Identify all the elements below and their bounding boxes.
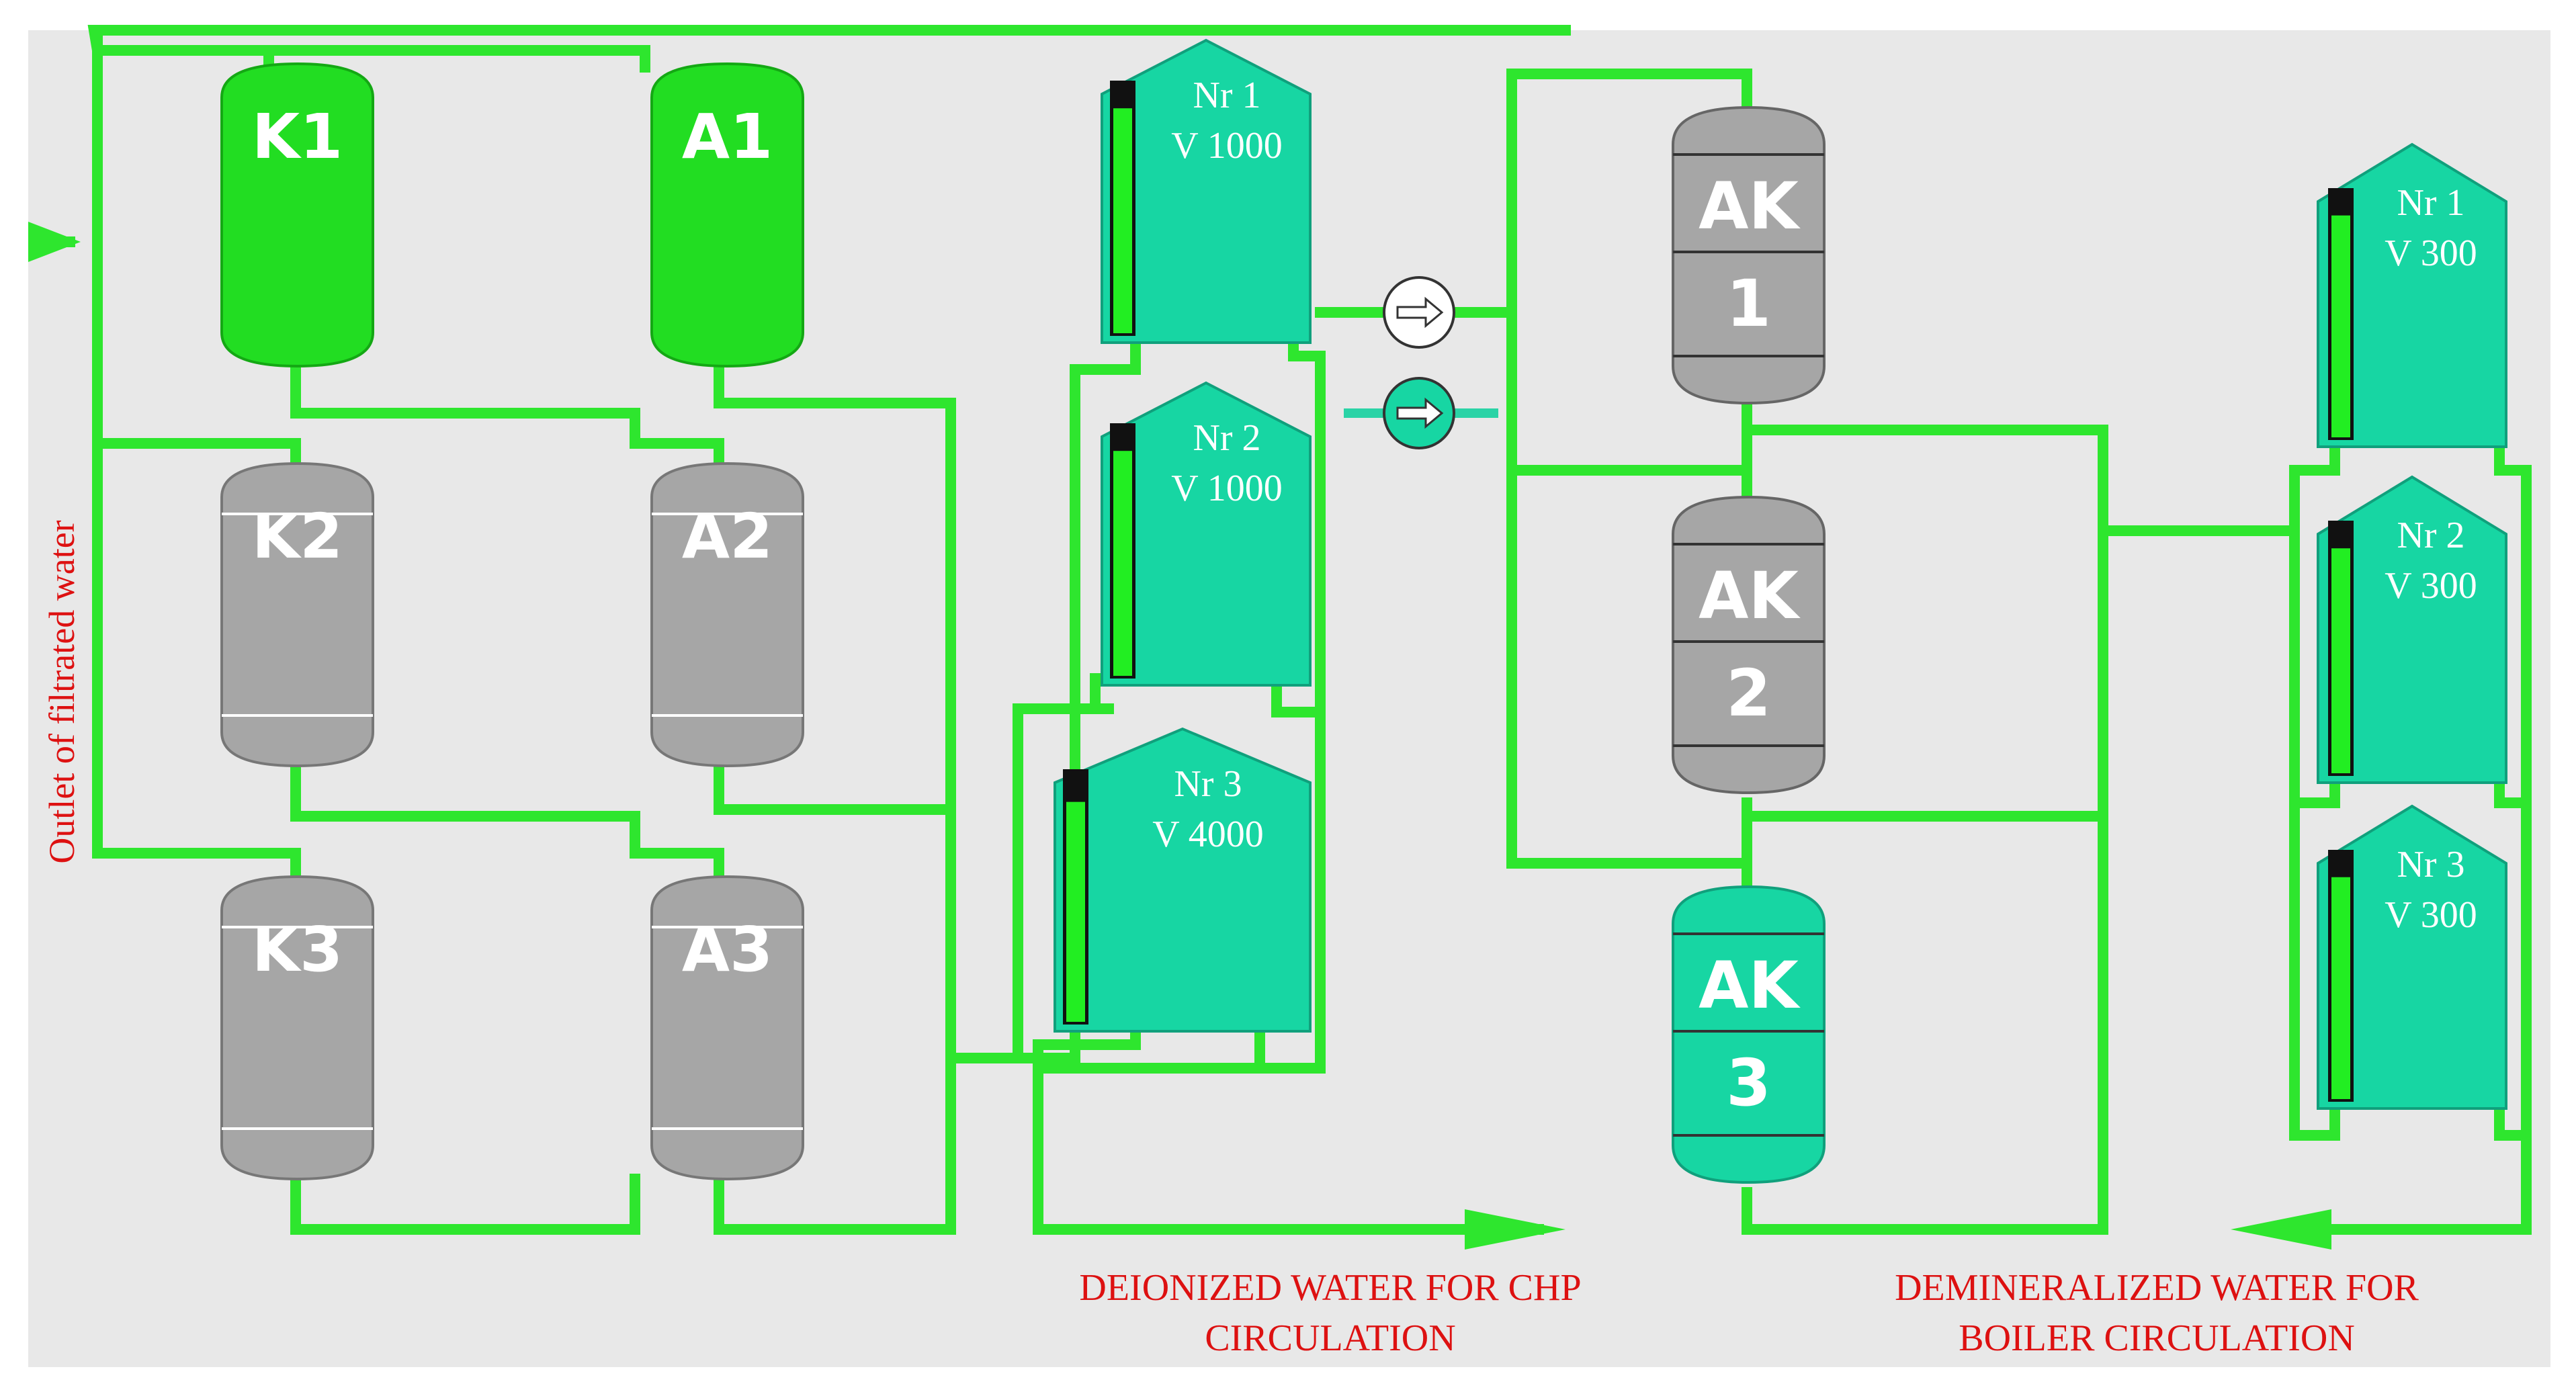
tank-volume: V 300	[2385, 565, 2477, 607]
arrow-right-icon	[1396, 397, 1444, 429]
ak-filter-3[interactable]: AK 3	[1672, 885, 1826, 1184]
deionized-tank-1[interactable]: Nr 1 V 1000	[1101, 38, 1312, 344]
filter-vessel-a3[interactable]: A3	[650, 875, 804, 1181]
tank-volume: V 4000	[1152, 814, 1263, 855]
filter-vessel-a1[interactable]: A1	[650, 62, 804, 368]
inlet-label: Outlet of filtrated water	[42, 520, 82, 863]
demineralized-tank-1[interactable]: Nr 1 V 300	[2317, 142, 2507, 448]
filter-label: K2	[252, 500, 343, 572]
demineralized-tank-3[interactable]: Nr 3 V 300	[2317, 804, 2507, 1110]
tank-name: Nr 2	[2397, 515, 2464, 556]
filter-label: K1	[252, 101, 343, 173]
filter-label: A1	[682, 101, 773, 173]
ak-label-number: 1	[1726, 266, 1771, 341]
pump-2[interactable]	[1383, 377, 1455, 449]
chp-output-label-line2: CIRCULATION	[1205, 1317, 1455, 1359]
tank-name: Nr 1	[2397, 182, 2464, 224]
level-fill	[1066, 801, 1085, 1022]
tank-name: Nr 3	[1174, 763, 1242, 805]
ak-label-top: AK	[1699, 558, 1801, 634]
pumps	[1383, 276, 1455, 449]
filter-label: K3	[252, 914, 343, 986]
deionized-tanks: Nr 1 V 1000 Nr 2 V 1000 Nr 3 V 4000	[1054, 38, 1312, 1033]
ak-label-number: 3	[1726, 1045, 1771, 1121]
pipe-network	[87, 25, 2532, 1250]
boiler-output-label-line1: DEMINERALIZED WATER FOR	[1895, 1267, 2419, 1309]
tank-name: Nr 2	[1193, 417, 1260, 459]
tank-volume: V 1000	[1171, 125, 1282, 167]
ak-filter-2[interactable]: AK 2	[1672, 495, 1826, 795]
demineralized-tank-2[interactable]: Nr 2 V 300	[2317, 475, 2507, 784]
tank-volume: V 1000	[1171, 468, 1282, 509]
level-fill	[2331, 215, 2350, 437]
level-fill	[1113, 108, 1132, 333]
arrow-right-icon	[1396, 296, 1444, 329]
deionized-tank-3[interactable]: Nr 3 V 4000	[1054, 727, 1312, 1033]
filter-vessel-k1[interactable]: K1	[220, 62, 374, 368]
level-fill	[2331, 877, 2350, 1099]
ak-filter-1[interactable]: AK 1	[1672, 105, 1826, 405]
tank-name: Nr 3	[2397, 844, 2464, 885]
chp-output-label-line1: DEIONIZED WATER FOR CHP	[1079, 1267, 1581, 1309]
level-fill	[2331, 548, 2350, 773]
boiler-output-label-line2: BOILER CIRCULATION	[1959, 1317, 2355, 1359]
ak-label-number: 2	[1726, 656, 1771, 731]
filter-vessel-a2[interactable]: A2	[650, 462, 804, 768]
deionized-tank-2[interactable]: Nr 2 V 1000	[1101, 381, 1312, 687]
ak-label-top: AK	[1699, 948, 1801, 1023]
ak-label-top: AK	[1699, 169, 1801, 244]
tank-volume: V 300	[2385, 232, 2477, 274]
filter-label: A2	[682, 500, 773, 572]
filter-vessel-k3[interactable]: K3	[220, 875, 374, 1181]
tank-name: Nr 1	[1193, 75, 1260, 116]
pump-1[interactable]	[1383, 276, 1455, 349]
filter-vessel-k2[interactable]: K2	[220, 462, 374, 768]
demineralized-tanks: Nr 1 V 300 Nr 2 V 300 Nr 3 V 300	[2317, 142, 2507, 1110]
filter-label: A3	[682, 914, 773, 986]
level-fill	[1113, 451, 1132, 676]
tank-volume: V 300	[2385, 894, 2477, 936]
